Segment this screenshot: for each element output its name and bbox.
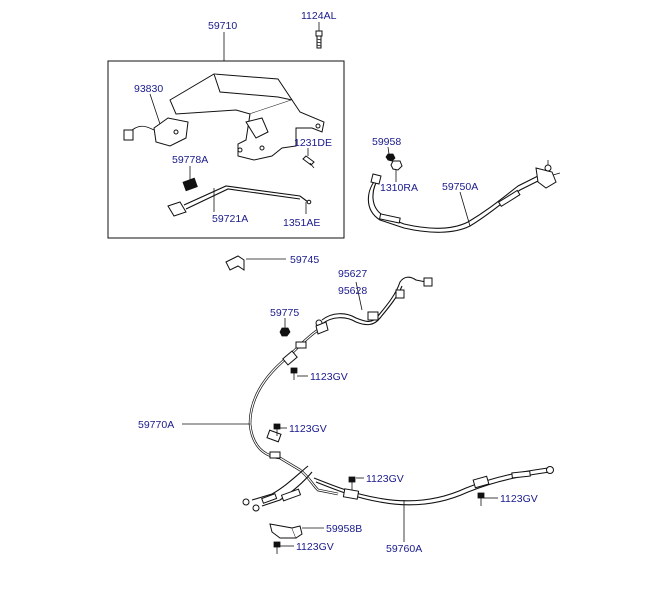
nut-59775-drawing[interactable] [279, 327, 291, 337]
bolt-1123gv-d-drawing[interactable] [477, 492, 485, 506]
bolt-1123gv-a-drawing[interactable] [290, 367, 298, 380]
bolt-1310ra-drawing[interactable] [390, 160, 403, 171]
part-label-59710[interactable]: 59710 [208, 20, 237, 32]
nut-59958-drawing[interactable] [385, 153, 396, 162]
part-label-93830[interactable]: 93830 [134, 83, 163, 95]
spring-59778a-drawing[interactable] [182, 177, 198, 192]
part-label-1124al[interactable]: 1124AL [301, 10, 337, 22]
bolt-1123gv-b-drawing[interactable] [273, 423, 281, 436]
part-label-59770a[interactable]: 59770A [138, 419, 174, 431]
part-label-1123gv-b[interactable]: 1123GV [289, 423, 327, 435]
parking-brake-lever-drawing[interactable] [169, 73, 325, 161]
equalizer-rod-59721a-drawing[interactable] [167, 185, 312, 217]
part-label-59778a[interactable]: 59778A [172, 154, 208, 166]
part-label-1123gv-e[interactable]: 1123GV [296, 541, 334, 553]
part-label-1123gv-c[interactable]: 1123GV [366, 473, 404, 485]
part-label-1310ra[interactable]: 1310RA [380, 182, 418, 194]
part-label-1351ae[interactable]: 1351AE [283, 217, 320, 229]
rear-cable-59760a-drawing[interactable] [313, 466, 554, 506]
part-label-59745[interactable]: 59745 [290, 254, 319, 266]
rear-cable-59770a-drawing[interactable] [242, 321, 339, 512]
bolt-1231de-drawing[interactable] [302, 155, 315, 169]
bolt-1123gv-c-drawing[interactable] [348, 476, 356, 490]
part-label-95627[interactable]: 95627 [338, 268, 367, 280]
part-label-1231de[interactable]: 1231DE [294, 137, 332, 149]
part-label-59958[interactable]: 59958 [372, 136, 401, 148]
bracket-59958b-drawing[interactable] [269, 523, 303, 539]
bolt-1124al-drawing[interactable] [315, 30, 323, 49]
bolt-1123gv-e-drawing[interactable] [273, 541, 281, 554]
part-label-59721a[interactable]: 59721A [212, 213, 248, 225]
lever-assembly-group-box [107, 60, 345, 239]
switch-assembly-drawing[interactable] [123, 117, 189, 147]
part-label-59760a[interactable]: 59760A [386, 543, 422, 555]
leader-lines [149, 22, 498, 547]
part-label-59750a[interactable]: 59750A [442, 181, 478, 193]
part-label-95628[interactable]: 95628 [338, 285, 367, 297]
sensor-wire-95627-95628-drawing[interactable] [315, 276, 433, 327]
part-label-1123gv-a[interactable]: 1123GV [310, 371, 348, 383]
part-label-59775[interactable]: 59775 [270, 307, 299, 319]
part-label-1123gv-d[interactable]: 1123GV [500, 493, 538, 505]
clip-59745-drawing[interactable] [225, 255, 245, 271]
part-label-59958b[interactable]: 59958B [326, 523, 362, 535]
front-cable-59750a-drawing[interactable] [367, 160, 561, 233]
